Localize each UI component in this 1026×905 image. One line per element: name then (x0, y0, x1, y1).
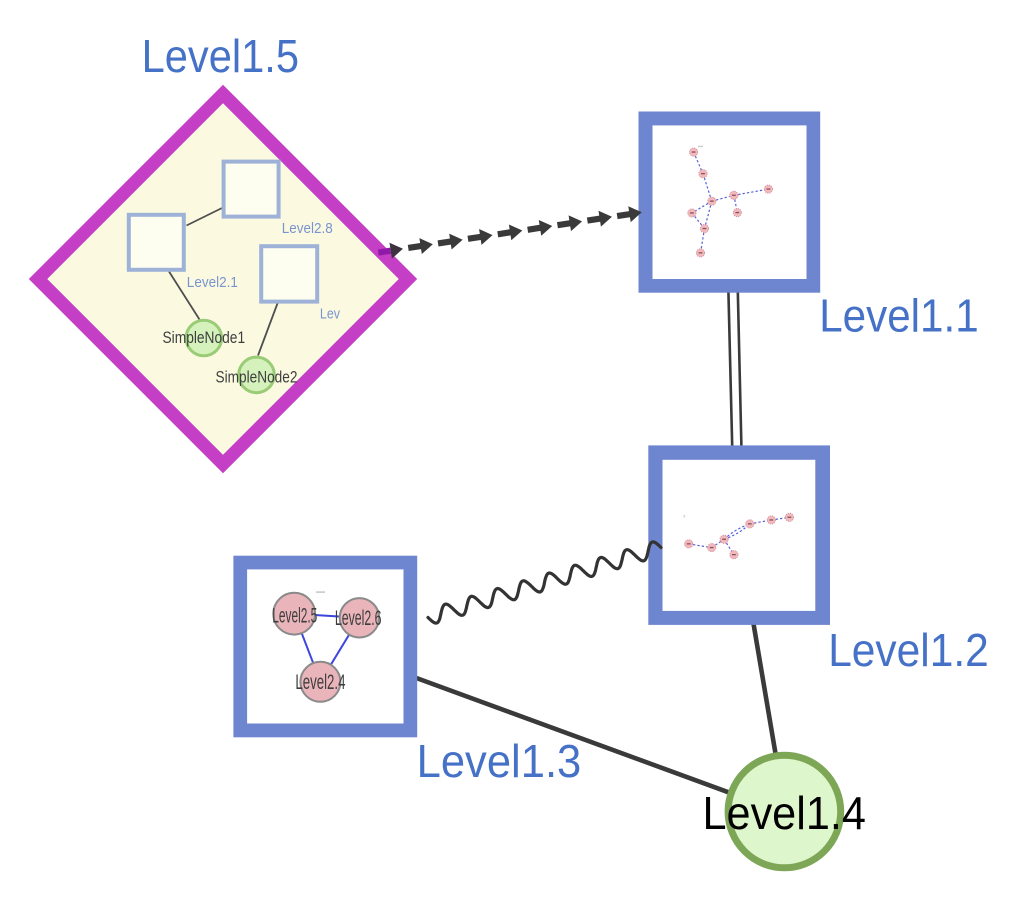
svg-text:Level2.8: Level2.8 (282, 220, 333, 237)
svg-text:Level2.4: Level2.4 (295, 671, 345, 694)
svg-text:Level1.2: Level1.2 (828, 624, 989, 676)
svg-text:Level2.5: Level2.5 (272, 605, 317, 628)
svg-text:Level2.1: Level2.1 (187, 274, 238, 291)
svg-text:SimpleNode1: SimpleNode1 (163, 329, 246, 347)
svg-text:Level1.3: Level1.3 (417, 735, 582, 787)
svg-text:Lev: Lev (320, 306, 341, 323)
svg-text:Level1.1: Level1.1 (819, 289, 979, 341)
svg-text:SimpleNode2: SimpleNode2 (216, 368, 298, 386)
svg-text:Level1.5: Level1.5 (142, 30, 299, 82)
svg-text:Level1.4: Level1.4 (703, 787, 866, 839)
svg-text:Level2.6: Level2.6 (335, 607, 382, 630)
